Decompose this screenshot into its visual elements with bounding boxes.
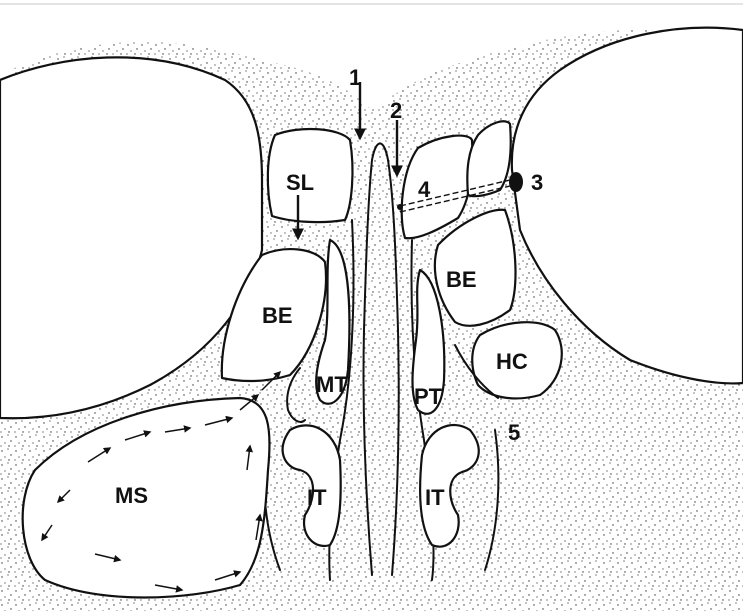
label-it-left: IT [307, 485, 327, 510]
label-2: 2 [390, 98, 402, 123]
label-hc: HC [496, 349, 528, 374]
point-4-dot [397, 204, 403, 210]
label-be-right: BE [446, 267, 477, 292]
label-sl: SL [286, 170, 314, 195]
label-pt: PT [414, 384, 443, 409]
label-3: 3 [531, 170, 543, 195]
point-3-dot [509, 172, 523, 192]
label-ms: MS [115, 483, 148, 508]
label-be-left: BE [262, 303, 293, 328]
label-1: 1 [349, 65, 361, 90]
label-it-right: IT [425, 485, 445, 510]
label-mt: MT [316, 372, 348, 397]
label-4: 4 [418, 177, 431, 202]
label-5: 5 [508, 420, 520, 445]
